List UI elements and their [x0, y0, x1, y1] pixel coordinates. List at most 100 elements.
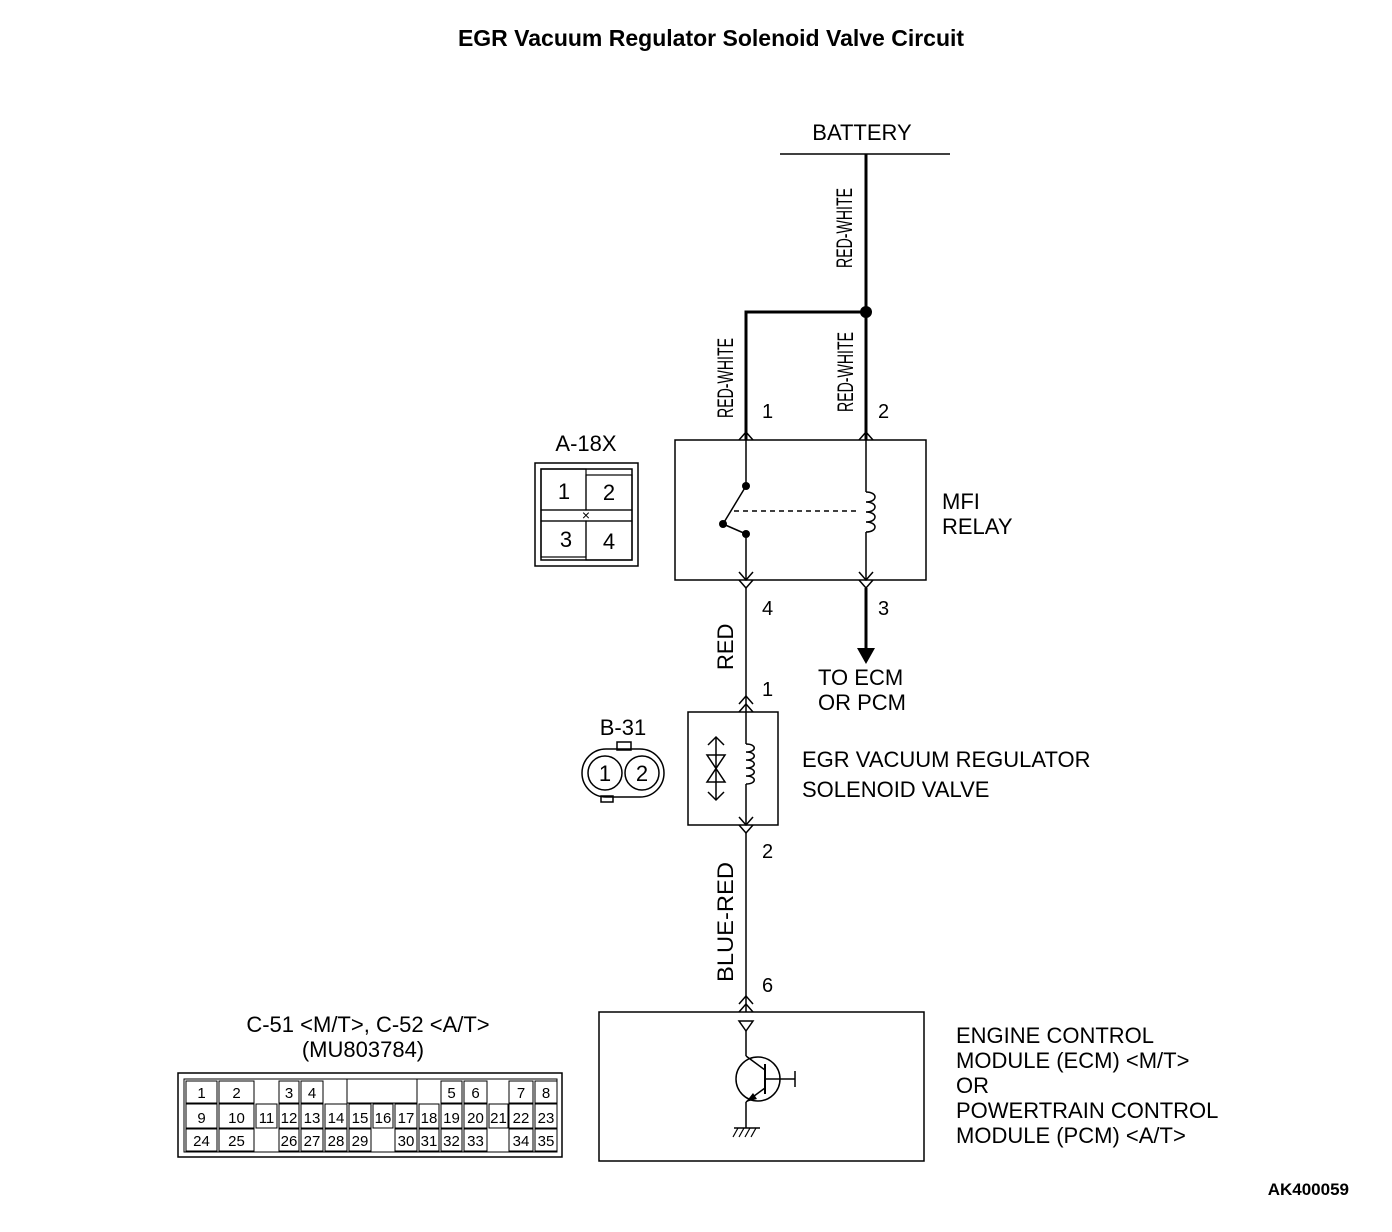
b31-pin1: 1: [599, 761, 611, 786]
relay-pin1-number: 1: [762, 401, 773, 423]
connector-cell-number: 28: [328, 1133, 345, 1150]
connector-cell-number: 20: [467, 1110, 484, 1127]
valve-pin1-number: 1: [762, 679, 773, 701]
wire-splice-to-pin1: [744, 310, 866, 440]
connector-cell: [488, 1103, 509, 1129]
ecm-label-line1: ENGINE CONTROL: [956, 1023, 1154, 1048]
connector-cell: [278, 1103, 300, 1129]
connector-c51-label-line2: (MU803784): [302, 1037, 424, 1062]
connector-b31: B-31 1 2: [581, 715, 665, 803]
connector-a18x-label: A-18X: [555, 431, 616, 456]
connector-cell-number: 16: [375, 1110, 392, 1127]
connector-cell: [508, 1128, 534, 1152]
a18x-pin2: 2: [603, 480, 615, 505]
connector-cell-number: 13: [304, 1110, 321, 1127]
connector-c51-label-line1: C-51 <M/T>, C-52 <A/T>: [246, 1012, 489, 1037]
connector-cell-number: 15: [352, 1110, 369, 1127]
connector-cell-number: 29: [352, 1133, 369, 1150]
wire-label-relay-to-valve: RED: [713, 624, 738, 670]
connector-cell-number: 7: [517, 1085, 525, 1102]
connector-b31-label: B-31: [600, 715, 646, 740]
figure-id: AK400059: [1268, 1180, 1349, 1199]
connector-cell-number: 5: [447, 1085, 455, 1102]
connector-cell: [300, 1128, 324, 1152]
connector-cell-number: 21: [490, 1110, 507, 1127]
to-ecm-label-line2: OR PCM: [818, 690, 906, 715]
a18x-pin4: 4: [603, 529, 615, 554]
connector-cell: [394, 1103, 418, 1129]
ecm-module: [598, 994, 925, 1162]
connector-cell-number: 24: [193, 1133, 210, 1150]
svg-text:×: ×: [582, 507, 590, 523]
a18x-pin1: 1: [558, 479, 570, 504]
connector-cell-number: 19: [443, 1110, 460, 1127]
connector-cell: [218, 1103, 255, 1129]
connector-cell: [185, 1080, 218, 1104]
to-ecm-label-line1: TO ECM: [818, 665, 903, 690]
wire-label-relay-pin1: RED-WHITE: [713, 338, 738, 418]
connector-cell: [278, 1128, 300, 1152]
connector-cell-number: 34: [513, 1133, 530, 1150]
ecm-label-line5: MODULE (PCM) <A/T>: [956, 1123, 1186, 1148]
connector-cell: [463, 1128, 488, 1152]
wire-label-battery-feed: RED-WHITE: [832, 188, 857, 268]
connector-cell: [278, 1080, 300, 1104]
connector-blank-slot: [346, 1078, 418, 1104]
connector-cell-number: 27: [304, 1133, 321, 1150]
connector-cell: [463, 1080, 488, 1104]
a18x-pin3: 3: [560, 527, 572, 552]
connector-a18x: A-18X × 1 2 3 4: [534, 431, 639, 567]
connector-cell: [534, 1080, 558, 1104]
connector-cell: [372, 1103, 394, 1129]
connector-cell-number: 4: [308, 1085, 316, 1102]
connector-cell: [218, 1128, 255, 1152]
mfi-relay-label-line2: RELAY: [942, 514, 1013, 539]
valve-pin2-number: 2: [762, 841, 773, 863]
connector-cell: [324, 1103, 348, 1129]
connector-cell: [534, 1128, 558, 1152]
connector-cell-number: 23: [538, 1110, 555, 1127]
connector-cell-number: 6: [471, 1085, 479, 1102]
connector-cell: [185, 1103, 218, 1129]
connector-cell-number: 26: [281, 1133, 298, 1150]
connector-cell-number: 10: [228, 1110, 245, 1127]
wire-label-relay-pin2: RED-WHITE: [833, 332, 858, 412]
solenoid-valve-label-line2: SOLENOID VALVE: [802, 777, 989, 802]
connector-cell-number: 18: [421, 1110, 438, 1127]
connector-cell: [348, 1103, 372, 1129]
ecm-pin6-number: 6: [762, 975, 773, 997]
connector-cell: [508, 1103, 534, 1129]
connector-cell-number: 31: [421, 1133, 438, 1150]
diagram-title: EGR Vacuum Regulator Solenoid Valve Circ…: [458, 25, 964, 51]
connector-cell: [440, 1128, 463, 1152]
ecm-label-line2: MODULE (ECM) <M/T>: [956, 1048, 1189, 1073]
connector-cell: [463, 1103, 488, 1129]
connector-cell-number: 33: [467, 1133, 484, 1150]
connector-cell-number: 17: [398, 1110, 415, 1127]
connector-cell: [440, 1103, 463, 1129]
ecm-label: ENGINE CONTROL MODULE (ECM) <M/T> OR POW…: [956, 1023, 1218, 1148]
ecm-label-line3: OR: [956, 1073, 989, 1098]
connector-cell-number: 32: [443, 1133, 460, 1150]
connector-cell-number: 14: [328, 1110, 345, 1127]
connector-cell: [324, 1128, 348, 1152]
to-ecm-arrow-icon: [857, 648, 875, 664]
connector-cell: [218, 1080, 255, 1104]
connector-cell-number: 3: [285, 1085, 293, 1102]
connector-cell-number: 30: [398, 1133, 415, 1150]
connector-cell-number: 8: [542, 1085, 550, 1102]
connector-cell: [300, 1080, 324, 1104]
connector-cell-number: 9: [197, 1110, 205, 1127]
connector-cell: [348, 1128, 372, 1152]
mfi-relay: [674, 430, 927, 590]
battery-supply: BATTERY: [780, 120, 950, 155]
relay-pin4-number: 4: [762, 598, 773, 620]
solenoid-valve-label-line1: EGR VACUUM REGULATOR: [802, 747, 1090, 772]
connector-cell: [418, 1128, 440, 1152]
connector-cell: [300, 1103, 324, 1129]
connector-cell-number: 12: [281, 1110, 298, 1127]
b31-pin2: 2: [636, 761, 648, 786]
